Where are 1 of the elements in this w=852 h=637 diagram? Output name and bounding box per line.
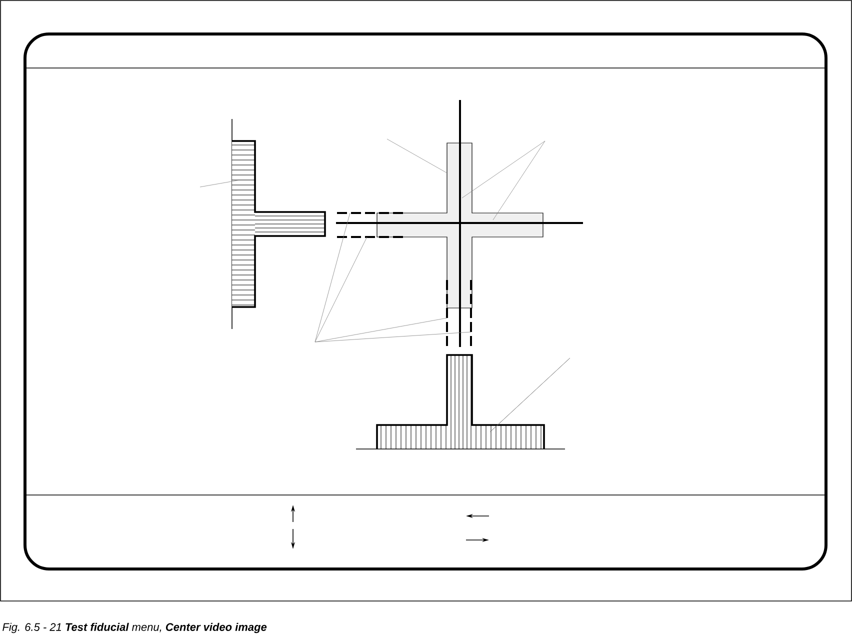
caption: Fig. 6.5 - 21 Test fiducial menu, Center video image: [2, 622, 267, 634]
